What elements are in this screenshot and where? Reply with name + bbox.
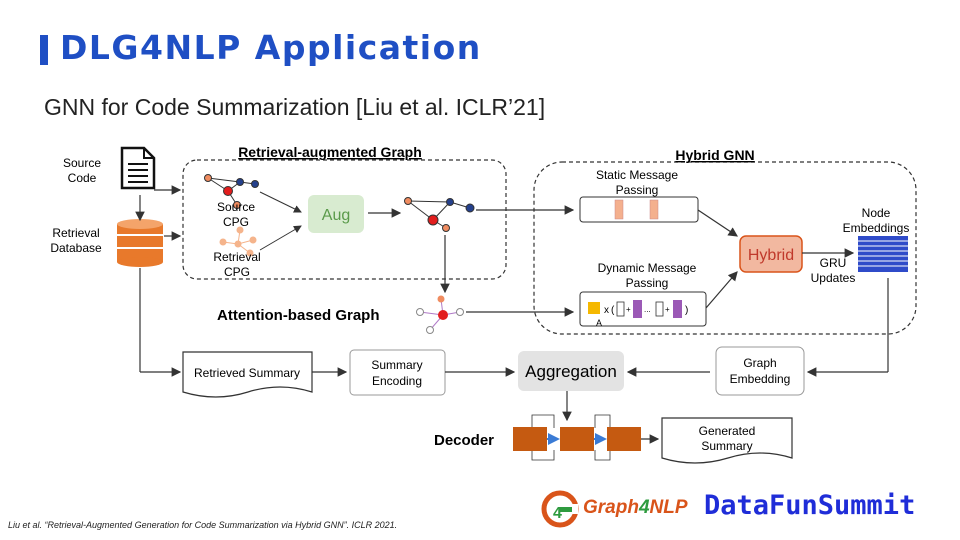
svg-text:+: + [626, 305, 631, 314]
dynamic-mp-label-2: Passing [626, 276, 669, 290]
summary-encoding-label: Summary [371, 358, 422, 372]
graph4nlp-logo-icon: 4 [541, 490, 579, 528]
formula-x: x [604, 305, 609, 316]
source-code-label-2: Code [68, 171, 97, 185]
static-mp-label-2: Passing [616, 183, 659, 197]
attention-graph-label: Attention-based Graph [217, 307, 380, 324]
retrieval-augmented-graph-title: Retrieval-augmented Graph [238, 144, 422, 160]
svg-text:): ) [685, 305, 688, 316]
node-embeddings-label-2: Embeddings [843, 221, 910, 235]
aggregation-label: Aggregation [525, 362, 617, 381]
hybrid-box [739, 235, 803, 273]
title-accent-bar [40, 35, 48, 65]
static-mp-box [579, 196, 699, 223]
summary-encoding-label-2: Encoding [372, 374, 422, 388]
page-title: DLG4NLP Application [60, 28, 482, 67]
graph-embedding-label-2: Embedding [730, 372, 791, 386]
augmented-graph [404, 197, 475, 232]
source-code-label: Source [63, 156, 101, 170]
datafun-summit-logo: DataFunSummit [704, 490, 916, 521]
document-icon [120, 146, 156, 190]
formula-a: A [596, 318, 602, 328]
svg-text:...: ... [644, 305, 651, 314]
node-embeddings-label: Node [862, 206, 891, 220]
node-embeddings-matrix [858, 236, 908, 272]
retrieval-cpg-graph [219, 226, 257, 257]
generated-summary-shape [661, 417, 793, 464]
graph-embedding-label: Graph [743, 356, 776, 370]
source-cpg-label: Source [217, 200, 255, 214]
retrieved-summary-label: Retrieved Summary [194, 366, 300, 380]
decoder-blocks [513, 414, 641, 461]
graph4nlp-logo-text: Graph4NLP [583, 497, 688, 518]
hybrid-label: Hybrid [748, 247, 794, 264]
retrieval-cpg-label: Retrieval [213, 250, 260, 264]
aug-label: Aug [322, 207, 350, 224]
architecture-diagram: Source Code Retrieval Database Retrieval… [50, 144, 917, 464]
gru-updates-label-2: Updates [811, 271, 856, 285]
graph-embedding-box [715, 346, 805, 396]
summary-encoding-box [349, 349, 446, 396]
gru-updates-label: GRU [820, 256, 847, 270]
svg-text:+: + [665, 305, 670, 314]
citation-footnote: Liu et al. “Retrieval-Augmented Generati… [8, 520, 398, 530]
retrieval-augmented-graph-box [182, 159, 507, 280]
source-cpg-graph [204, 174, 259, 209]
generated-summary-label-2: Summary [701, 439, 752, 453]
decoder-label: Decoder [434, 432, 494, 449]
source-cpg-label-2: CPG [223, 215, 249, 229]
retrieval-cpg-label-2: CPG [224, 265, 250, 279]
database-icon [117, 219, 163, 267]
hybrid-gnn-title: Hybrid GNN [675, 147, 754, 163]
attention-graph [416, 295, 464, 334]
svg-text:(: ( [611, 305, 615, 316]
svg-text:4: 4 [553, 505, 562, 522]
generated-summary-label: Generated [699, 424, 756, 438]
retrieved-summary-shape [182, 351, 313, 398]
aug-box [308, 195, 364, 233]
page-subtitle: GNN for Code Summarization [Liu et al. I… [44, 94, 546, 120]
dynamic-mp-label: Dynamic Message [598, 261, 697, 275]
retrieval-database-label-2: Database [50, 241, 102, 255]
aggregation-box [518, 351, 624, 391]
hybrid-gnn-box [533, 161, 917, 335]
static-mp-label: Static Message [596, 168, 678, 182]
retrieval-database-label: Retrieval [52, 226, 99, 240]
